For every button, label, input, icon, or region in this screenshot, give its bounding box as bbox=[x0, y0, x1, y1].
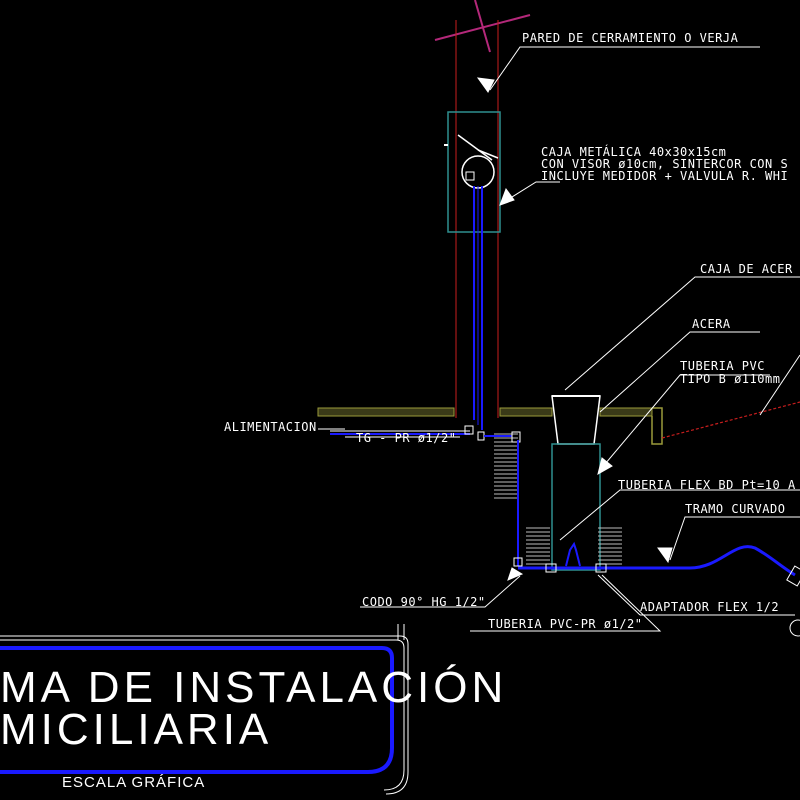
label-flex-adapter: ADAPTADOR FLEX 1/2 bbox=[640, 600, 779, 614]
label-sidewalk: ACERA bbox=[692, 317, 731, 331]
hatch-inner-left bbox=[526, 527, 550, 565]
leaders bbox=[318, 46, 800, 632]
right-fitting bbox=[786, 565, 800, 637]
scale-label: ESCALA GRÁFICA bbox=[62, 774, 205, 791]
label-pvc-pipe-1: TUBERIA PVC bbox=[680, 359, 765, 373]
label-pvc-pipe-2: TIPO B ø110mm bbox=[680, 372, 780, 386]
hatch-inner-right bbox=[598, 527, 622, 565]
terrain-slope bbox=[661, 401, 800, 439]
arrow-fence bbox=[476, 77, 495, 93]
riser-pipes bbox=[473, 186, 483, 430]
label-pvc-pr-pipe: TUBERIA PVC-PR ø1/2" bbox=[488, 617, 643, 631]
label-sidewalk-box: CAJA DE ACER bbox=[700, 262, 793, 276]
title-line1: MA DE INSTALACIÓN bbox=[0, 663, 507, 712]
hatch-blocks bbox=[494, 433, 622, 565]
arrow-pvc bbox=[597, 457, 613, 476]
label-curved-section: TRAMO CURVADO bbox=[685, 502, 785, 516]
label-flex-pipe: TUBERIA FLEX BD Pt=10 A bbox=[618, 478, 796, 492]
label-feed: ALIMENTACION bbox=[224, 420, 317, 434]
wall-lines bbox=[455, 20, 499, 418]
label-fence-wall: PARED DE CERRAMIENTO O VERJA bbox=[522, 31, 739, 45]
feed-pipe bbox=[330, 425, 523, 567]
bottom-pipe bbox=[518, 541, 796, 577]
label-meter-box-3: INCLUYE MEDIDOR + VALVULA R. WHI bbox=[541, 169, 788, 183]
sidewalk-box bbox=[551, 395, 601, 445]
arrow-elbow bbox=[507, 567, 524, 581]
label-elbow: CODO 90° HG 1/2" bbox=[362, 595, 486, 609]
hatch-left-top bbox=[494, 433, 518, 499]
label-tg-pr: TG - PR ø1/2" bbox=[356, 431, 456, 445]
meter-box bbox=[444, 111, 501, 233]
arrow-curved bbox=[657, 547, 673, 564]
label-meter-box-1: CAJA METÁLICA 40x30x15cm bbox=[541, 144, 726, 159]
title-block-frame bbox=[0, 624, 409, 795]
label-meter-box-2: CON VISOR ø10cm, SINTERCOR CON S bbox=[541, 157, 788, 171]
fence-wall-symbol bbox=[434, 0, 531, 53]
arrow-meter-box bbox=[499, 187, 515, 206]
title-line2: MICILIARIA bbox=[0, 705, 272, 754]
